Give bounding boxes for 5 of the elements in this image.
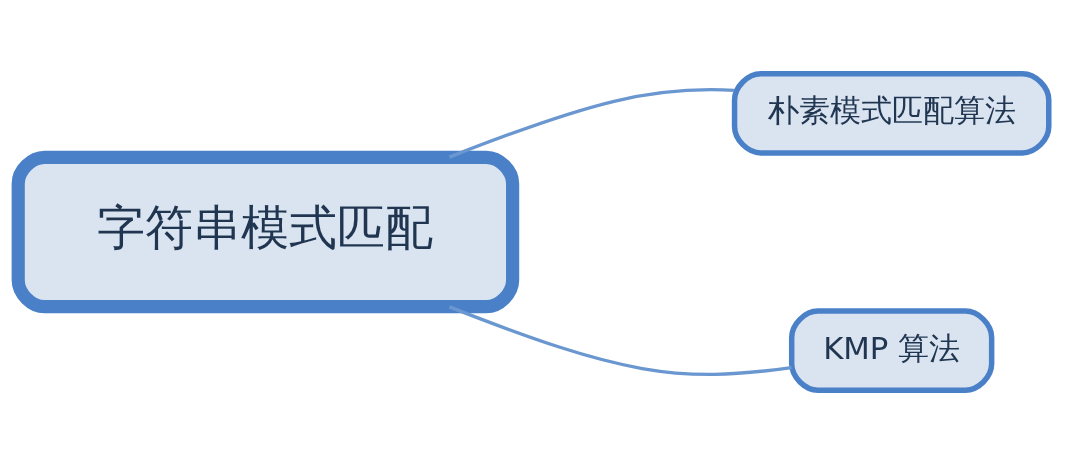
node-box: KMP 算法 [788, 307, 995, 393]
node-box: 字符串模式匹配 [11, 150, 520, 313]
connector [448, 87, 735, 159]
connector [448, 304, 792, 376]
node-box: 朴素模式匹配算法 [731, 70, 1052, 156]
